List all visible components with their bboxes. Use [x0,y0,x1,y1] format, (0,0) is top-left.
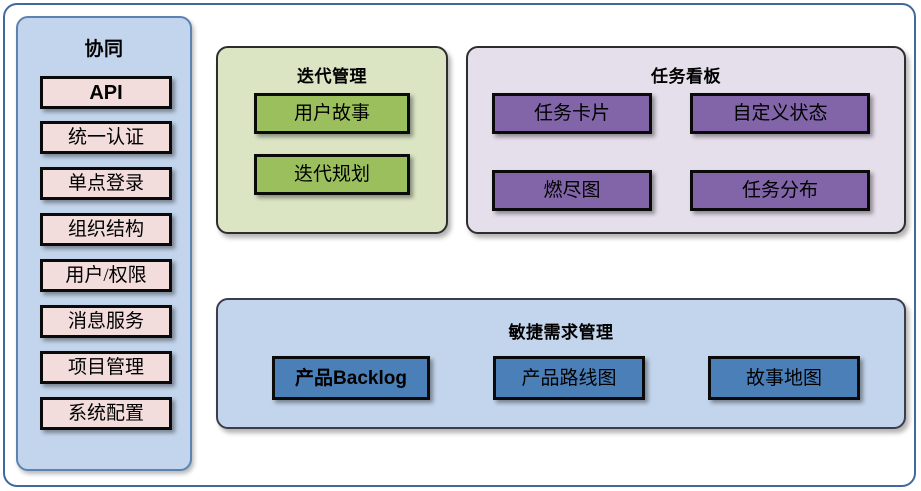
taskboard-item-custom-status[interactable]: 自定义状态 [690,93,870,134]
collaboration-item-label: API [89,81,123,104]
agile-item-label-cjk: 产品 [295,367,334,389]
collaboration-item-label: 单点登录 [67,173,144,194]
iteration-item-label: 迭代规划 [293,164,370,185]
panel-task-board-title: 任务看板 [651,67,721,86]
collaboration-item-label: 消息服务 [67,311,144,332]
panel-collaboration[interactable]: 协同 API 统一认证 单点登录 组织结构 用户/权限 消息服务 项目管理 系统… [16,16,192,471]
taskboard-item-burndown-chart[interactable]: 燃尽图 [492,170,652,211]
panel-collaboration-title: 协同 [84,39,124,60]
collaboration-item-label: 组织结构 [67,219,144,240]
collaboration-item-label: 用户/权限 [65,265,147,286]
agile-item-product-roadmap[interactable]: 产品路线图 [493,356,645,400]
collaboration-item-system-config[interactable]: 系统配置 [40,397,172,430]
panel-task-board[interactable]: 任务看板 任务卡片 自定义状态 燃尽图 任务分布 [466,46,906,234]
agile-item-label: 故事地图 [745,367,822,389]
taskboard-item-label: 任务分布 [741,180,818,201]
collaboration-item-label: 系统配置 [67,403,144,424]
collaboration-item-user-permission[interactable]: 用户/权限 [40,259,172,292]
collaboration-item-label: 统一认证 [67,127,144,148]
collaboration-item-org-structure[interactable]: 组织结构 [40,213,172,246]
collaboration-item-label: 项目管理 [67,357,144,378]
agile-item-label-latin: Backlog [333,367,407,389]
iteration-item-user-story[interactable]: 用户故事 [254,93,410,134]
collaboration-item-project-management[interactable]: 项目管理 [40,351,172,384]
panel-iteration-title: 迭代管理 [297,67,367,86]
collaboration-item-sso[interactable]: 单点登录 [40,167,172,200]
collaboration-item-message-service[interactable]: 消息服务 [40,305,172,338]
agile-item-story-map[interactable]: 故事地图 [708,356,860,400]
collaboration-item-api[interactable]: API [40,76,172,109]
taskboard-item-label: 自定义状态 [732,103,828,124]
agile-item-label: 产品路线图 [521,367,617,389]
panel-agile-title: 敏捷需求管理 [508,323,614,342]
panel-iteration-management[interactable]: 迭代管理 用户故事 迭代规划 [216,46,448,234]
taskboard-item-task-distribution[interactable]: 任务分布 [690,170,870,211]
taskboard-item-label: 燃尽图 [543,180,601,201]
iteration-item-iteration-planning[interactable]: 迭代规划 [254,154,410,195]
taskboard-item-label: 任务卡片 [533,103,610,124]
collaboration-item-unified-auth[interactable]: 统一认证 [40,121,172,154]
taskboard-item-task-card[interactable]: 任务卡片 [492,93,652,134]
iteration-item-label: 用户故事 [293,103,370,124]
